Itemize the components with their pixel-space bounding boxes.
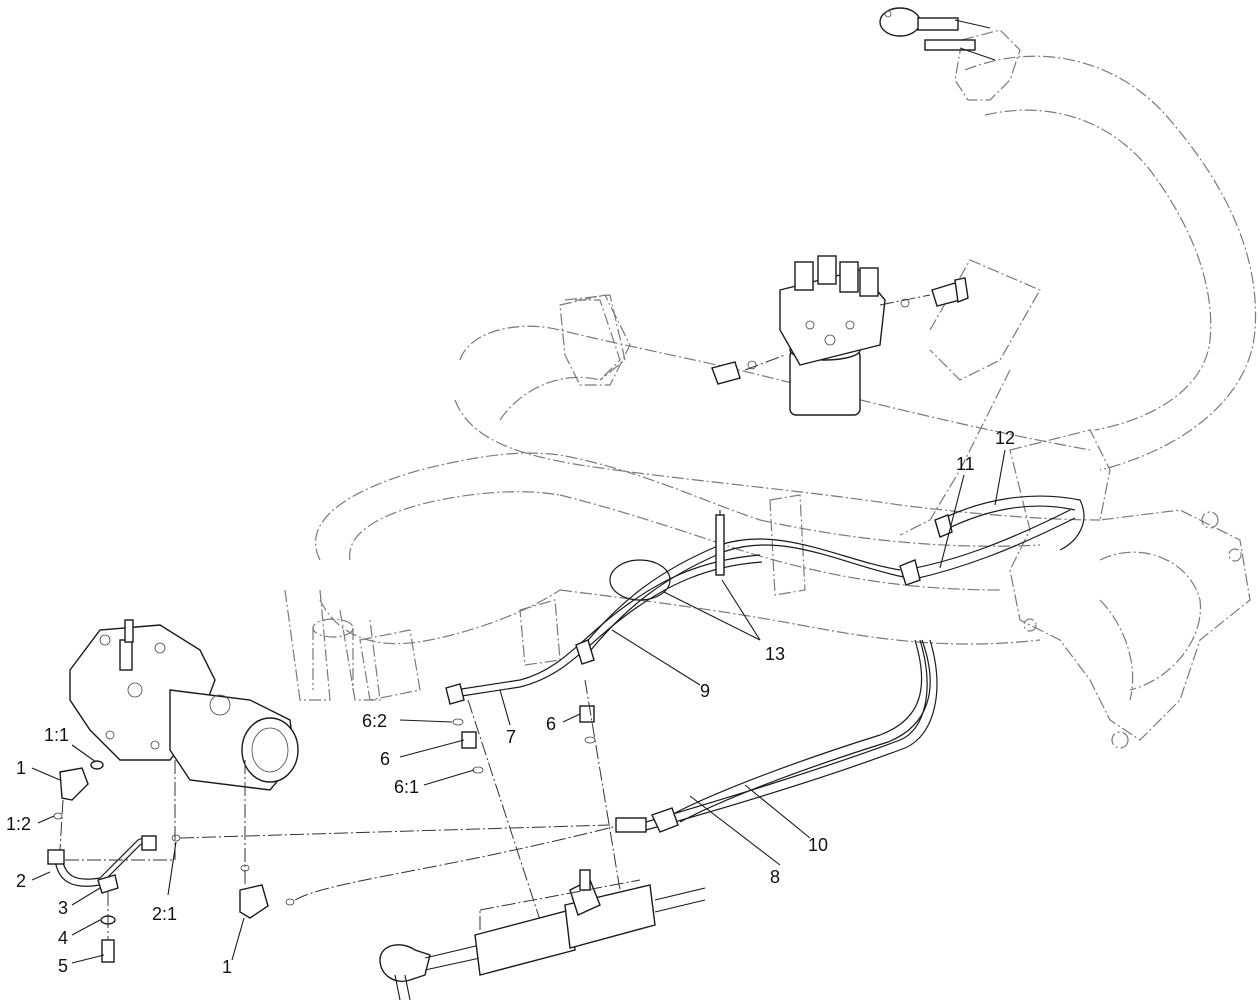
callout-6-1: 6:1 — [394, 777, 419, 797]
callout-labels: 1 1:1 1:2 2 3 4 5 2:1 1 6:2 6 6:1 7 6 9 … — [6, 428, 1015, 977]
callout-2-1: 2:1 — [152, 904, 177, 924]
phantom-frame — [284, 29, 1257, 749]
callout-6-right: 6 — [546, 714, 556, 734]
callout-13: 13 — [765, 644, 785, 664]
callout-11: 11 — [956, 454, 975, 474]
callout-9: 9 — [700, 681, 710, 701]
callout-5: 5 — [58, 956, 68, 976]
callout-12: 12 — [995, 428, 1015, 448]
callout-1-bottom: 1 — [222, 957, 232, 977]
callout-10: 10 — [808, 835, 828, 855]
steering-valve-assembly — [711, 255, 969, 416]
callout-3: 3 — [58, 898, 68, 918]
callout-6-2: 6:2 — [362, 711, 387, 731]
callout-4: 4 — [58, 928, 68, 948]
callout-1-top: 1 — [16, 758, 26, 778]
callout-1-1: 1:1 — [44, 725, 69, 745]
left-fittings — [47, 760, 641, 963]
fittings-6 — [452, 679, 626, 921]
hose-7-9-11-12 — [445, 495, 1085, 705]
callout-2: 2 — [16, 871, 26, 891]
callout-6-left: 6 — [380, 749, 390, 769]
hose-8-10 — [615, 639, 938, 833]
steering-cylinder — [379, 869, 706, 1001]
top-right-coupling — [879, 7, 996, 61]
callout-1-2: 1:2 — [6, 814, 31, 834]
callout-7: 7 — [506, 727, 516, 747]
hydraulic-pump-assembly — [69, 619, 299, 791]
callout-8: 8 — [770, 867, 780, 887]
leader-lines — [31, 449, 1006, 964]
